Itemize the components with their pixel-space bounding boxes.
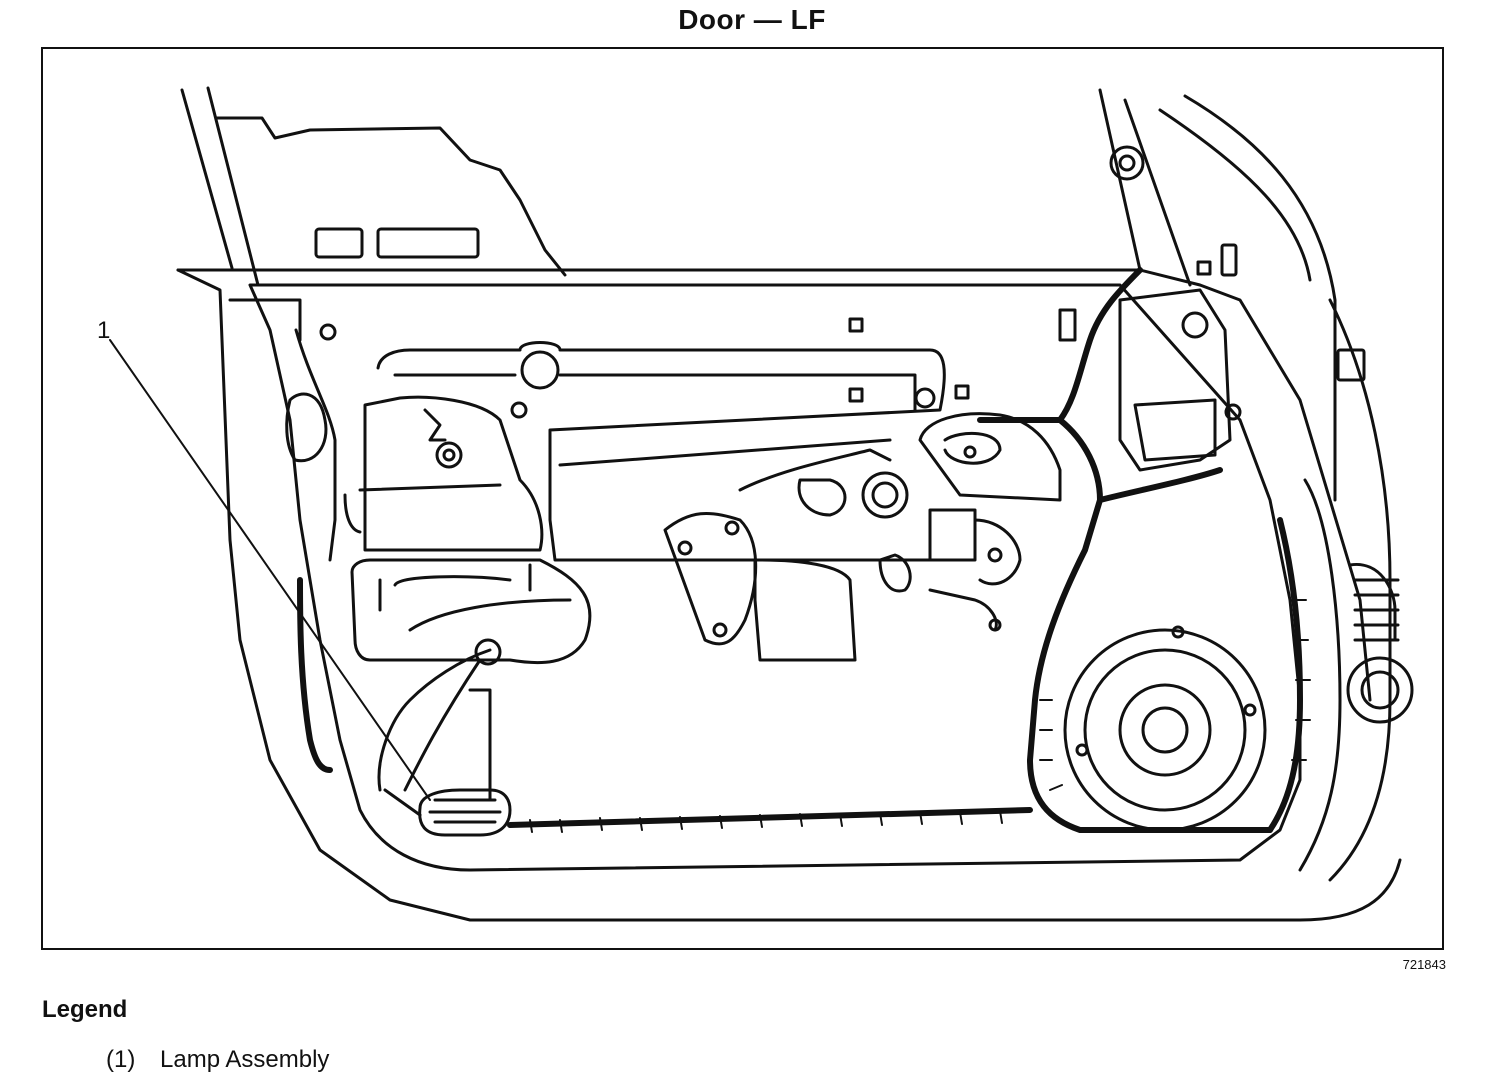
speaker (1063, 625, 1267, 832)
inner-panel (248, 283, 1302, 872)
callout-1: 1 (97, 317, 431, 801)
lamp-assembly[interactable] (383, 788, 512, 837)
lock-actuator (878, 412, 1062, 632)
figure-id: 721843 (1402, 957, 1446, 972)
door-outer-shell (176, 268, 1402, 922)
inner-handle-area (350, 558, 592, 665)
regulator-frame (319, 317, 970, 562)
legend-item-number: (1) (106, 1046, 136, 1073)
diagram-title: Door — LF (678, 4, 826, 35)
hinge-area (285, 328, 544, 562)
legend-title: Legend (42, 996, 128, 1023)
legend-item: (1) Lamp Assembly (106, 1046, 329, 1074)
lamp-harness (377, 638, 502, 802)
harness-ties (529, 599, 1311, 833)
right-hinge-block (1058, 145, 1366, 472)
window-frame (180, 86, 1337, 502)
door-check (1346, 563, 1414, 724)
legend-item-label: Lamp Assembly (160, 1046, 330, 1073)
diagram-frame (41, 47, 1444, 950)
center-bracket (663, 448, 909, 662)
callout-number: 1 (97, 317, 110, 344)
